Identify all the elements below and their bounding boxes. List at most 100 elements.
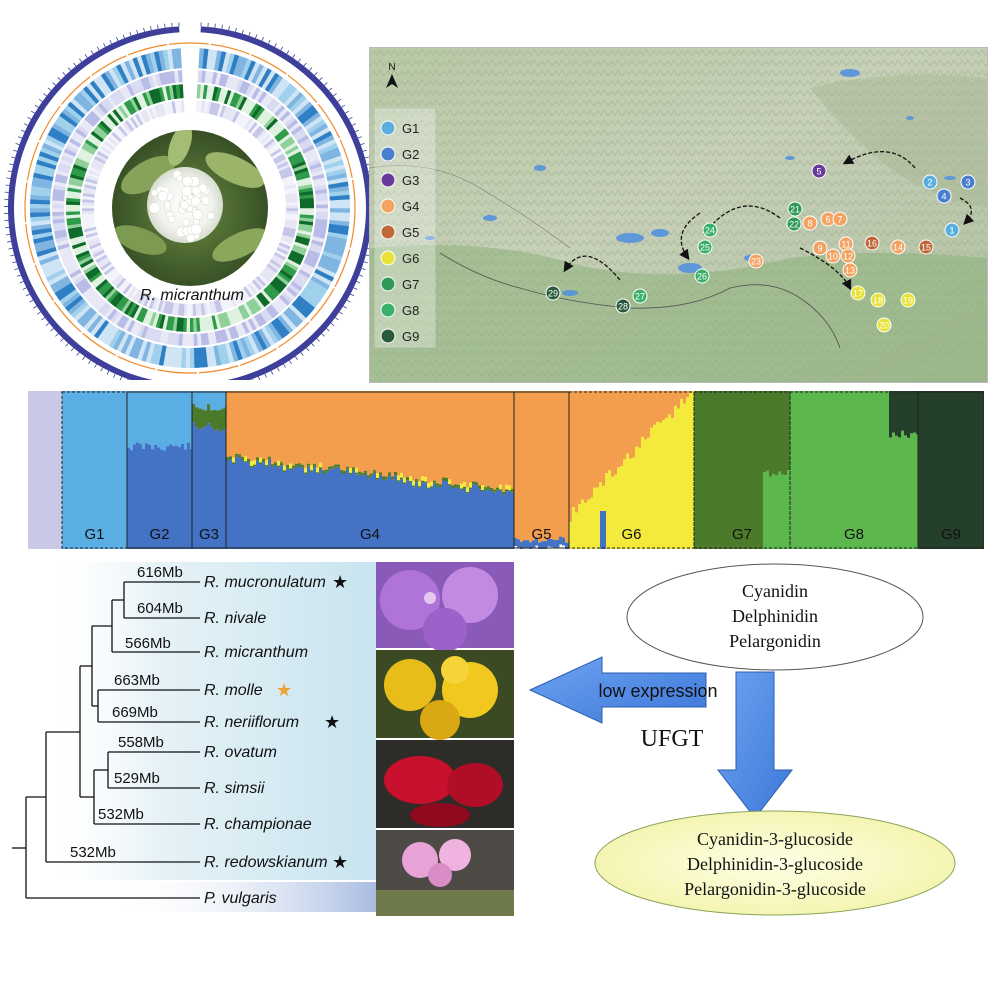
site-marker-1 (944, 222, 960, 238)
site-number-17: 17 (853, 289, 863, 299)
site-number-2: 2 (927, 178, 932, 188)
genome-size-label: 532Mb (70, 844, 116, 861)
site-number-6: 6 (825, 215, 830, 225)
legend-dot-g9 (380, 328, 396, 344)
site-marker-20 (876, 317, 892, 333)
black-star-icon: ★ (332, 852, 348, 872)
site-number-9: 9 (817, 244, 822, 254)
legend-label-g4: G4 (402, 199, 419, 214)
site-number-3: 3 (965, 178, 970, 188)
structure-group-box-g5 (513, 391, 570, 549)
product-2: Delphinidin-3-glucoside (687, 854, 863, 874)
site-marker-18 (870, 292, 886, 308)
black-star-icon: ★ (332, 572, 348, 592)
site-number-13: 13 (845, 266, 855, 276)
product-ellipse (594, 810, 956, 916)
black-star-icon: ★ (324, 712, 340, 732)
site-number-23: 23 (751, 257, 761, 267)
site-number-22: 22 (789, 220, 799, 230)
flower-photo-redowskianum (376, 830, 514, 916)
legend-dot-g7 (380, 276, 396, 292)
r-micranthum-photo (112, 130, 268, 286)
taxon-label: R. neriiflorum (204, 714, 299, 731)
site-marker-25 (697, 239, 713, 255)
site-number-7: 7 (837, 215, 842, 225)
taxon-label: R. simsii (204, 780, 265, 797)
site-marker-3 (960, 174, 976, 190)
site-number-11: 11 (841, 240, 850, 250)
taxon-label: R. ovatum (204, 744, 277, 761)
site-marker-5 (811, 163, 827, 179)
genome-size-label: 566Mb (125, 635, 171, 652)
structure-group-label-g7: G7 (732, 526, 752, 543)
site-marker-4 (936, 188, 952, 204)
structure-group-box-g7 (693, 391, 791, 549)
site-number-1: 1 (949, 226, 954, 236)
site-marker-19 (900, 292, 916, 308)
legend-label-g9: G9 (402, 329, 419, 344)
substrate-2: Delphinidin (732, 606, 818, 626)
taxon-label: P. vulgaris (204, 890, 277, 907)
site-number-24: 24 (705, 226, 715, 236)
legend-dot-g6 (380, 250, 396, 266)
site-number-26: 26 (697, 272, 707, 282)
genome-size-label: 532Mb (98, 806, 144, 823)
low-expression-label: low expression (598, 681, 717, 701)
taxon-label: R. micranthum (204, 644, 308, 661)
site-number-10: 10 (828, 252, 838, 262)
flower-photo-neriiflorum (376, 740, 514, 828)
legend-dot-g3 (380, 172, 396, 188)
structure-group-label-g3: G3 (199, 526, 219, 543)
site-number-27: 27 (635, 292, 645, 302)
substrate-3: Pelargonidin (729, 631, 821, 651)
site-marker-26 (694, 268, 710, 284)
legend-label-g2: G2 (402, 147, 419, 162)
genome-size-label: 558Mb (118, 734, 164, 751)
site-marker-23 (748, 253, 764, 269)
site-number-28: 28 (618, 302, 628, 312)
genome-label: R. micranthum (140, 287, 244, 304)
site-number-19: 19 (903, 296, 913, 306)
site-marker-16 (864, 235, 880, 251)
site-number-18: 18 (873, 296, 883, 306)
site-marker-2 (922, 174, 938, 190)
site-number-8: 8 (807, 219, 812, 229)
site-number-16: 16 (867, 239, 877, 249)
legend-label-g1: G1 (402, 121, 419, 136)
svg-text:N: N (388, 62, 395, 73)
site-marker-7 (832, 211, 848, 227)
ufgt-down-arrow (716, 671, 794, 819)
site-number-21: 21 (790, 205, 800, 215)
legend-dot-g2 (380, 146, 396, 162)
legend-dot-g5 (380, 224, 396, 240)
site-marker-17 (850, 285, 866, 301)
legend-label-g5: G5 (402, 225, 419, 240)
taxon-label: R. molle (204, 682, 263, 699)
site-marker-24 (702, 222, 718, 238)
site-number-20: 20 (879, 321, 889, 331)
site-marker-15 (918, 239, 934, 255)
structure-group-label-g5: G5 (531, 526, 551, 543)
substrate-1: Cyanidin (742, 581, 808, 601)
product-1: Cyanidin-3-glucoside (697, 829, 853, 849)
legend-label-g3: G3 (402, 173, 419, 188)
site-number-15: 15 (921, 243, 931, 253)
site-number-14: 14 (893, 243, 903, 253)
flower-photo-molle (376, 650, 514, 740)
product-3: Pelargonidin-3-glucoside (684, 879, 866, 899)
genome-size-label: 616Mb (137, 564, 183, 581)
genome-size-label: 669Mb (112, 704, 158, 721)
site-marker-27 (632, 288, 648, 304)
structure-group-label-g2: G2 (149, 526, 169, 543)
orange-star-icon: ★ (276, 680, 292, 700)
legend-dot-g4 (380, 198, 396, 214)
site-number-12: 12 (843, 252, 853, 262)
taxon-label: R. redowskianum (204, 854, 328, 871)
legend-label-g8: G8 (402, 303, 419, 318)
site-marker-8 (802, 215, 818, 231)
site-number-4: 4 (941, 192, 946, 202)
